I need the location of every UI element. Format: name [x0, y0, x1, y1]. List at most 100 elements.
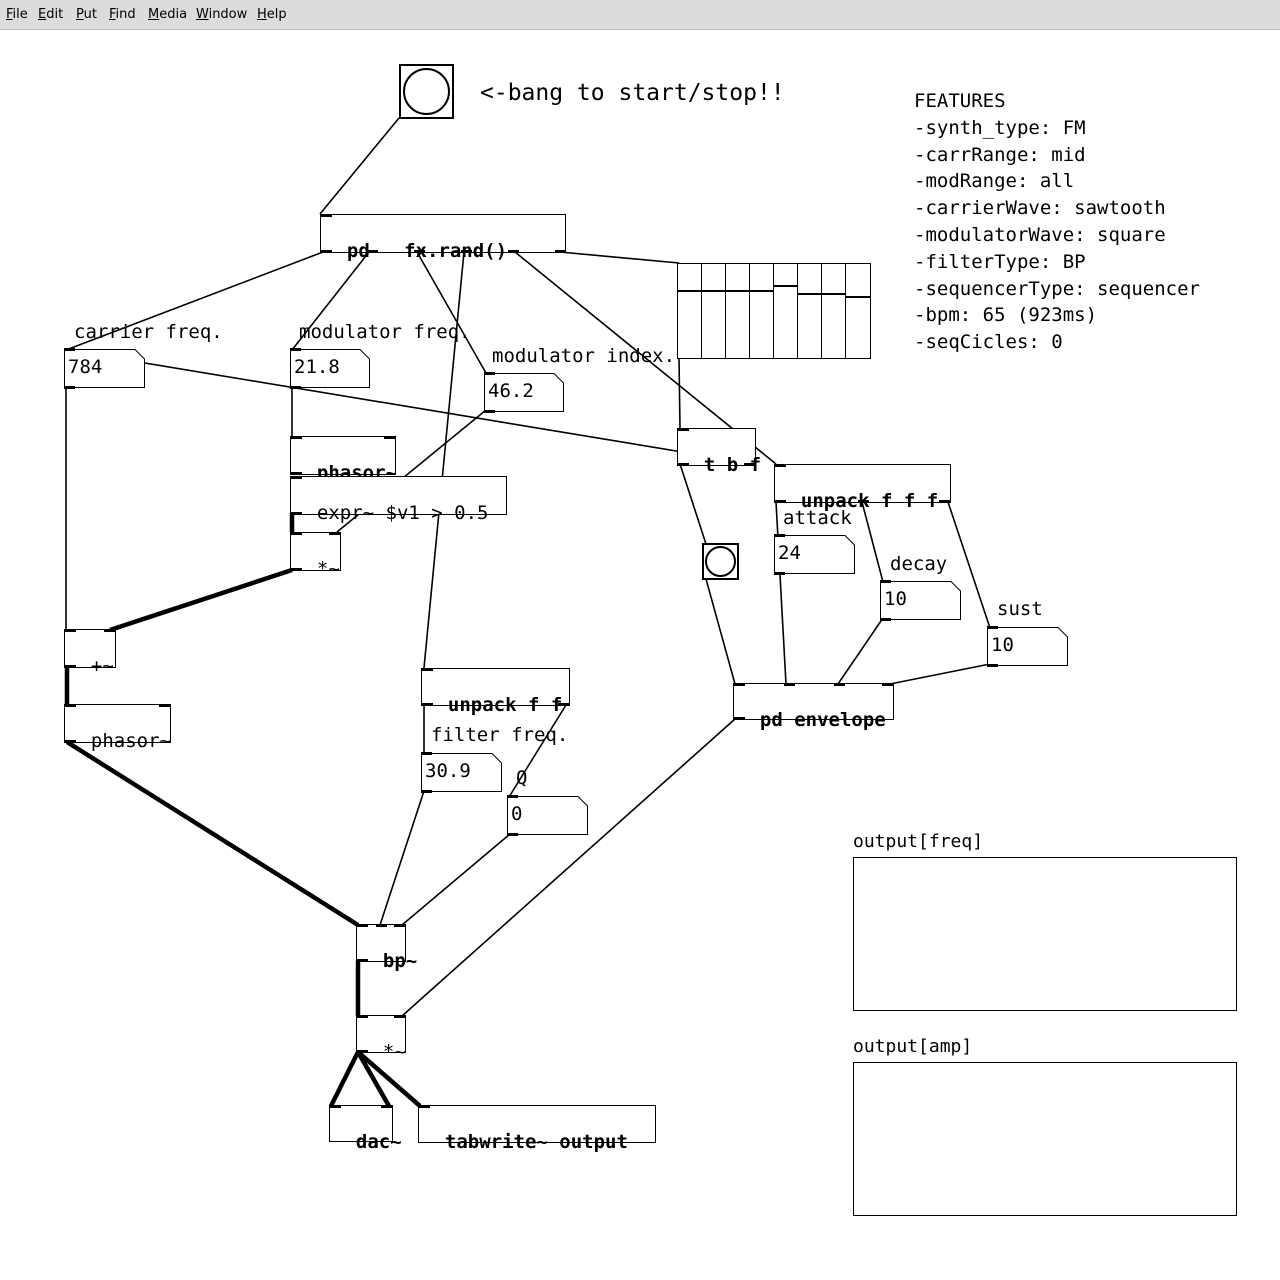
menu-edit[interactable]: Edit	[38, 7, 64, 22]
inlet[interactable]	[774, 534, 785, 537]
inlet[interactable]	[507, 795, 518, 798]
outlet[interactable]	[291, 512, 302, 515]
menu-put[interactable]: Put	[76, 7, 97, 22]
outlet[interactable]	[734, 717, 745, 720]
sequencer-step-slider[interactable]	[726, 264, 750, 358]
inlet[interactable]	[678, 428, 689, 431]
menu-find[interactable]: Find	[109, 7, 136, 22]
decay-number[interactable]: 10	[880, 580, 961, 621]
inlet[interactable]	[419, 1105, 430, 1108]
inlet[interactable]	[65, 629, 76, 632]
inlet[interactable]	[291, 476, 302, 479]
envelope-object[interactable]: pd envelope	[733, 683, 894, 730]
outlet[interactable]	[421, 790, 432, 793]
sequencer-step-slider[interactable]	[750, 264, 774, 358]
outlet[interactable]	[507, 833, 518, 836]
outlet[interactable]	[367, 250, 378, 253]
inlet[interactable]	[775, 464, 786, 467]
inlet[interactable]	[484, 372, 495, 375]
inlet[interactable]	[384, 436, 395, 439]
inlet[interactable]	[381, 1105, 392, 1108]
sequencer-step-slider[interactable]	[822, 264, 846, 358]
menu-file[interactable]: File	[6, 7, 28, 22]
output-amp-graph[interactable]	[853, 1062, 1237, 1216]
mul-output-object[interactable]: *~	[356, 1015, 406, 1062]
inlet[interactable]	[376, 924, 387, 927]
sequencer-step-slider[interactable]	[702, 264, 726, 358]
outlet[interactable]	[678, 463, 689, 466]
outlet[interactable]	[987, 664, 998, 667]
inlet[interactable]	[290, 348, 301, 351]
outlet[interactable]	[555, 250, 566, 253]
outlet[interactable]	[422, 703, 433, 706]
inlet[interactable]	[330, 1105, 341, 1108]
inlet[interactable]	[882, 683, 893, 686]
inlet[interactable]	[784, 683, 795, 686]
outlet[interactable]	[414, 250, 425, 253]
inlet[interactable]	[291, 532, 302, 535]
filter-number[interactable]: 30.9	[421, 752, 502, 793]
inlet[interactable]	[104, 629, 115, 632]
unpack-fff-object[interactable]: unpack f f f	[774, 464, 951, 511]
inlet[interactable]	[357, 1015, 368, 1018]
phasor-carrier-object[interactable]: phasor~	[64, 704, 171, 751]
outlet[interactable]	[461, 250, 472, 253]
outlet[interactable]	[291, 568, 302, 571]
outlet[interactable]	[291, 472, 302, 475]
outlet[interactable]	[65, 665, 76, 668]
expr-object[interactable]: expr~ $v1 > 0.5	[290, 476, 507, 523]
inlet[interactable]	[421, 752, 432, 755]
inlet[interactable]	[880, 580, 891, 583]
add-object[interactable]: +~	[64, 629, 116, 676]
outlet[interactable]	[65, 740, 76, 743]
outlet[interactable]	[321, 250, 332, 253]
sequencer-sliders[interactable]	[677, 263, 871, 359]
unpack-ff-object[interactable]: unpack f f	[421, 668, 570, 715]
sust-number[interactable]: 10	[987, 626, 1068, 667]
mod-index-number[interactable]: 46.2	[484, 372, 564, 413]
outlet[interactable]	[64, 386, 75, 389]
trigger-bang[interactable]	[702, 543, 739, 580]
attack-number[interactable]: 24	[774, 534, 855, 575]
inlet[interactable]	[321, 214, 332, 217]
outlet[interactable]	[508, 250, 519, 253]
sequencer-step-slider[interactable]	[774, 264, 798, 358]
inlet[interactable]	[422, 668, 433, 671]
menu-help[interactable]: Help	[257, 7, 287, 22]
inlet[interactable]	[734, 683, 745, 686]
outlet[interactable]	[880, 618, 891, 621]
inlet[interactable]	[159, 704, 170, 707]
inlet[interactable]	[394, 1015, 405, 1018]
phasor-modulator-object[interactable]: phasor~	[290, 436, 397, 483]
outlet[interactable]	[775, 500, 786, 503]
output-freq-graph[interactable]	[853, 857, 1237, 1011]
carrier-number[interactable]: 784	[64, 348, 145, 389]
tabwrite-object[interactable]: tabwrite~ output	[418, 1105, 656, 1152]
start-bang[interactable]	[399, 64, 454, 119]
dac-object[interactable]: dac~	[329, 1105, 402, 1152]
mul-modulator-object[interactable]: *~	[290, 532, 341, 579]
inlet[interactable]	[291, 436, 302, 439]
inlet[interactable]	[64, 348, 75, 351]
inlet[interactable]	[987, 626, 998, 629]
inlet[interactable]	[329, 532, 340, 535]
outlet[interactable]	[357, 959, 368, 962]
outlet[interactable]	[290, 386, 301, 389]
outlet[interactable]	[744, 463, 755, 466]
menu-media[interactable]: Media	[148, 7, 188, 22]
fxrand-object[interactable]: pd fx.rand()	[320, 214, 566, 261]
trigger-object[interactable]: t b f	[677, 428, 761, 475]
outlet[interactable]	[939, 500, 950, 503]
outlet[interactable]	[774, 572, 785, 575]
sequencer-step-slider[interactable]	[798, 264, 822, 358]
outlet[interactable]	[858, 500, 869, 503]
inlet[interactable]	[65, 704, 76, 707]
inlet[interactable]	[394, 924, 405, 927]
q-number[interactable]: 0	[507, 795, 588, 836]
inlet[interactable]	[357, 924, 368, 927]
modulator-number[interactable]: 21.8	[290, 348, 370, 389]
menu-window[interactable]: Window	[196, 7, 248, 22]
sequencer-step-slider[interactable]	[846, 264, 870, 358]
outlet[interactable]	[558, 703, 569, 706]
inlet[interactable]	[834, 683, 845, 686]
